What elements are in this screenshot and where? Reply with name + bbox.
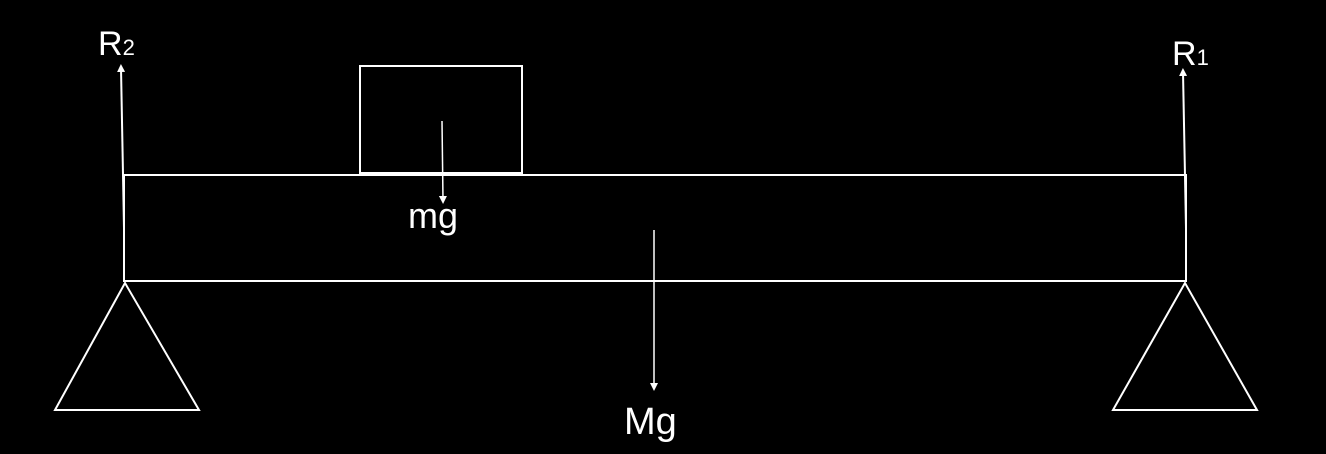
r2-label: R2: [98, 25, 135, 63]
left-support-triangle: [53, 280, 201, 411]
mg-label: mg: [408, 195, 458, 236]
r1-label: R1: [1172, 35, 1209, 73]
Mg-label: Mg: [624, 401, 677, 443]
block: [359, 65, 523, 174]
r2-force-arrow: [117, 64, 126, 229]
beam: [123, 174, 1187, 282]
r1-force-arrow: [1179, 68, 1188, 229]
right-support-triangle: [1111, 280, 1259, 411]
mg-force-arrow: [438, 120, 447, 204]
